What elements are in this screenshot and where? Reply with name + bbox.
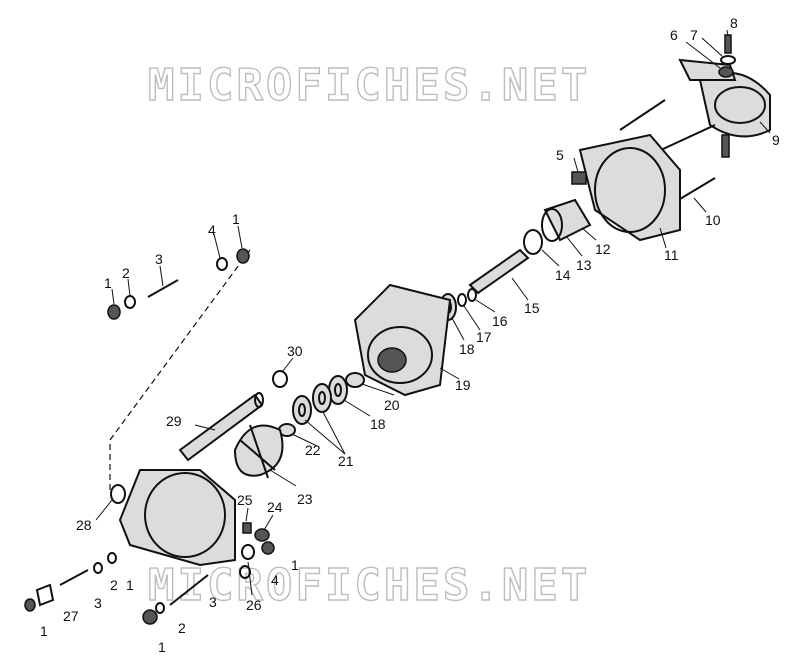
callout-1-upper: 1: [232, 211, 240, 227]
callout-3-bottom-left: 3: [94, 595, 102, 611]
ring-part-30: [272, 370, 288, 388]
callout-8: 8: [730, 15, 738, 31]
callout-26: 26: [246, 597, 262, 613]
callout-14: 14: [555, 267, 571, 283]
bushing-part-20: [345, 372, 365, 388]
callout-2-upper-left: 2: [122, 265, 130, 281]
callout-19: 19: [455, 377, 471, 393]
callout-9: 9: [772, 132, 780, 148]
ring-part-28: [110, 484, 126, 504]
cone-part-12: [541, 198, 592, 242]
callout-1-far-left: 1: [40, 623, 48, 639]
plate-part-27: [35, 583, 55, 607]
stud-part-3-upper-left: [147, 279, 179, 298]
callout-1-mid: 1: [291, 557, 299, 573]
washer-part-2-bottom: [155, 602, 165, 614]
callout-30: 30: [287, 343, 303, 359]
washer-part-7: [720, 55, 736, 65]
lower-housing: [118, 469, 236, 567]
pin-part-5: [571, 171, 587, 185]
nut-part-1-mid: [261, 541, 275, 555]
assembly-dashed-line: [109, 249, 251, 490]
bearing-part-21b: [292, 395, 312, 425]
leader-lines: [95, 29, 771, 596]
callout-17: 17: [476, 329, 492, 345]
nut-part-6: [718, 66, 734, 78]
callout-12: 12: [595, 241, 611, 257]
nut-part-1-upper-left: [107, 304, 121, 320]
washer-part-2-bottom-left: [93, 562, 103, 574]
impeller-part-23: [233, 424, 284, 479]
shaft-part-15: [468, 248, 530, 295]
nut-part-1-upper: [236, 248, 250, 264]
callout-27: 27: [63, 608, 79, 624]
callout-21: 21: [338, 453, 354, 469]
callout-labels: 8 7 6 9 5 10 11 12 13 14 15 16 17 18 19 …: [40, 15, 780, 655]
callout-6: 6: [670, 27, 678, 43]
nut-part-1-bottom-left: [107, 552, 117, 564]
nut-part-1-far-left: [24, 598, 36, 612]
callout-1-bottom: 1: [158, 639, 166, 655]
callout-4-upper: 4: [208, 222, 216, 238]
ring-part-16: [467, 288, 477, 302]
callout-24: 24: [267, 499, 283, 515]
nut-part-24: [254, 528, 270, 542]
callout-1-bottom-left: 1: [126, 577, 134, 593]
stud-part-3-bottom-left: [59, 569, 89, 586]
callout-13: 13: [576, 257, 592, 273]
callout-11: 11: [664, 247, 679, 263]
nut-part-1-bottom: [142, 609, 158, 625]
callout-7: 7: [690, 27, 698, 43]
callout-10: 10: [705, 212, 721, 228]
callout-23: 23: [297, 491, 313, 507]
callout-1-upper-left: 1: [104, 275, 112, 291]
watermark-top: MICROFICHES.NET: [148, 60, 590, 111]
callout-4-mid: 4: [271, 572, 279, 588]
stud-part-26: [241, 544, 255, 560]
callout-25: 25: [237, 492, 253, 508]
drive-shaft-part-29: [178, 392, 264, 462]
pump-body-part-19: [353, 283, 452, 397]
bearing-part-21a: [312, 383, 332, 413]
callout-2-bottom: 2: [178, 620, 186, 636]
callout-5: 5: [556, 147, 564, 163]
callout-29: 29: [166, 413, 182, 429]
callout-20: 20: [384, 397, 400, 413]
callout-16: 16: [492, 313, 508, 329]
callout-3-upper-left: 3: [155, 251, 163, 267]
housing-part-11: [578, 133, 681, 242]
callout-22: 22: [305, 442, 321, 458]
washer-part-4-upper: [216, 257, 228, 271]
callout-18-lower: 18: [370, 416, 386, 432]
stud-part-3-bottom: [169, 574, 209, 606]
long-bolt-upper: [619, 99, 666, 131]
washer-part-4-mid: [239, 565, 251, 579]
callout-3-bottom: 3: [209, 594, 217, 610]
o-ring-part-14: [523, 229, 543, 255]
callout-15: 15: [524, 300, 540, 316]
washer-part-2-upper-left: [124, 295, 136, 309]
bolt-small-right: [721, 134, 730, 158]
watermark-bottom: MICROFICHES.NET: [148, 560, 590, 611]
bolt-part-8: [724, 34, 732, 54]
callout-18-upper: 18: [459, 341, 475, 357]
ring-part-17: [457, 293, 467, 307]
pin-part-25: [242, 522, 252, 534]
callout-2-bottom-left: 2: [110, 577, 118, 593]
callout-28: 28: [76, 517, 92, 533]
